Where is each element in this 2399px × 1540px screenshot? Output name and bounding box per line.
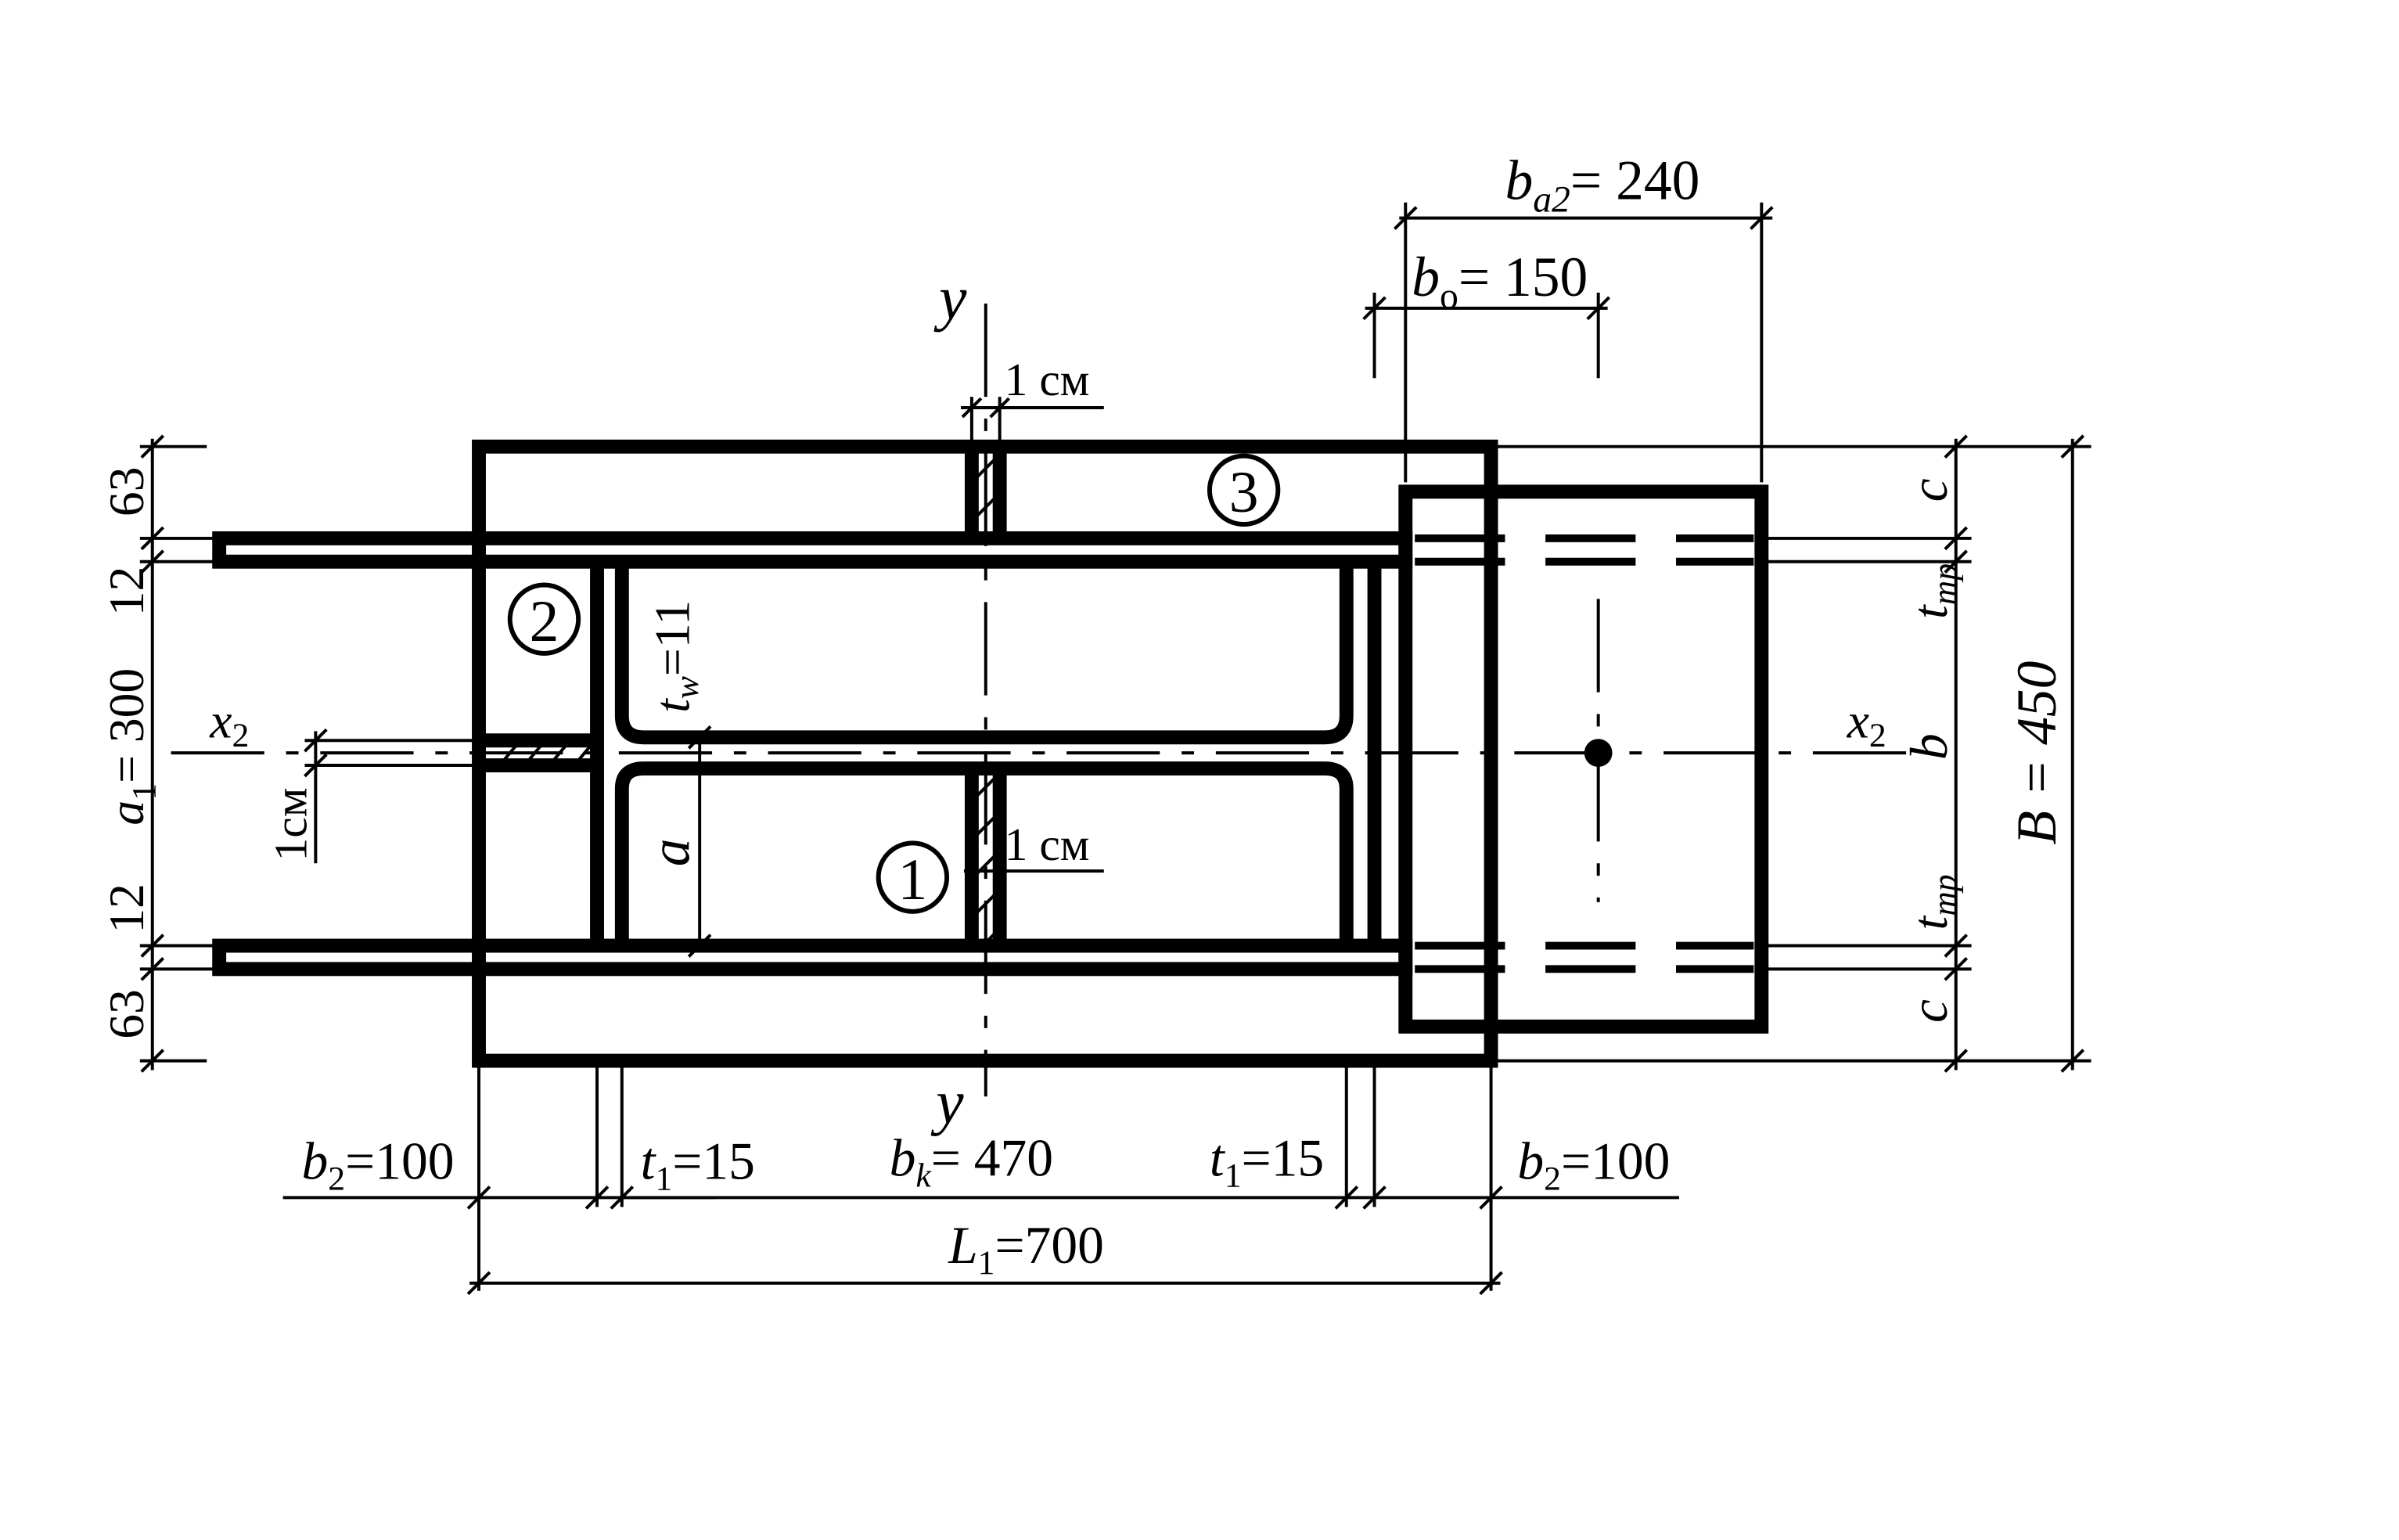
svg-text:3: 3 [1229,460,1259,525]
dim-bk: bk= 470 [890,1129,1054,1195]
label-1cm-top: 1 см [1005,354,1090,405]
label-1cm-mid: 1 см [1005,819,1090,870]
label-y-top: y [933,264,967,333]
label-c-bottom: c [1900,999,1958,1023]
traverse-top [212,531,1413,569]
marker-1: 1 [876,840,950,914]
dim-B-total: B = 450 [2006,661,2068,845]
svg-text:2: 2 [530,589,559,654]
anchor-plate [1398,484,1769,1034]
label-c-top: c [1900,478,1958,502]
dim-t1-left: t1=15 [641,1132,755,1198]
dim-63-top: 63 [99,467,154,517]
label-x2-right: x2 [1847,693,1886,754]
label-x2-left: x2 [209,693,249,754]
dim-b2-right: b2=100 [1517,1132,1670,1198]
dim-b2-left: b2=100 [301,1132,454,1198]
dim-a1: a1= 300 [99,668,164,826]
dim-ba2: ba2= 240 [1505,150,1699,221]
label-a: a [639,838,701,866]
dim-12-bottom: 12 [99,883,154,934]
label-b: b [1900,733,1958,760]
dim-12-top: 12 [99,567,154,617]
marker-2: 2 [507,582,581,656]
label-tw: tw=11 [644,600,706,713]
web-upper-contour [614,561,1354,745]
dim-t1-right: t1=15 [1210,1129,1324,1195]
dim-bo: bо= 150 [1412,246,1588,317]
traverse-top-outline [212,531,1413,569]
label-ttr-top: tтр [1902,563,1964,619]
svg-text:1: 1 [898,847,928,912]
traverse-bottom-outline [212,938,1413,977]
anchor-plate-outline [1398,484,1769,1034]
dim-L1: L1=700 [948,1216,1104,1282]
marker-3: 3 [1207,453,1281,527]
label-1cm-left: 1см [264,788,316,862]
dimension-lines [139,202,2091,1296]
dim-63-bottom: 63 [99,989,154,1039]
label-ttr-bottom: tтр [1902,874,1964,930]
traverse-bottom [212,938,1413,977]
axes [171,303,1928,1097]
label-y-bottom: y [930,1068,964,1137]
